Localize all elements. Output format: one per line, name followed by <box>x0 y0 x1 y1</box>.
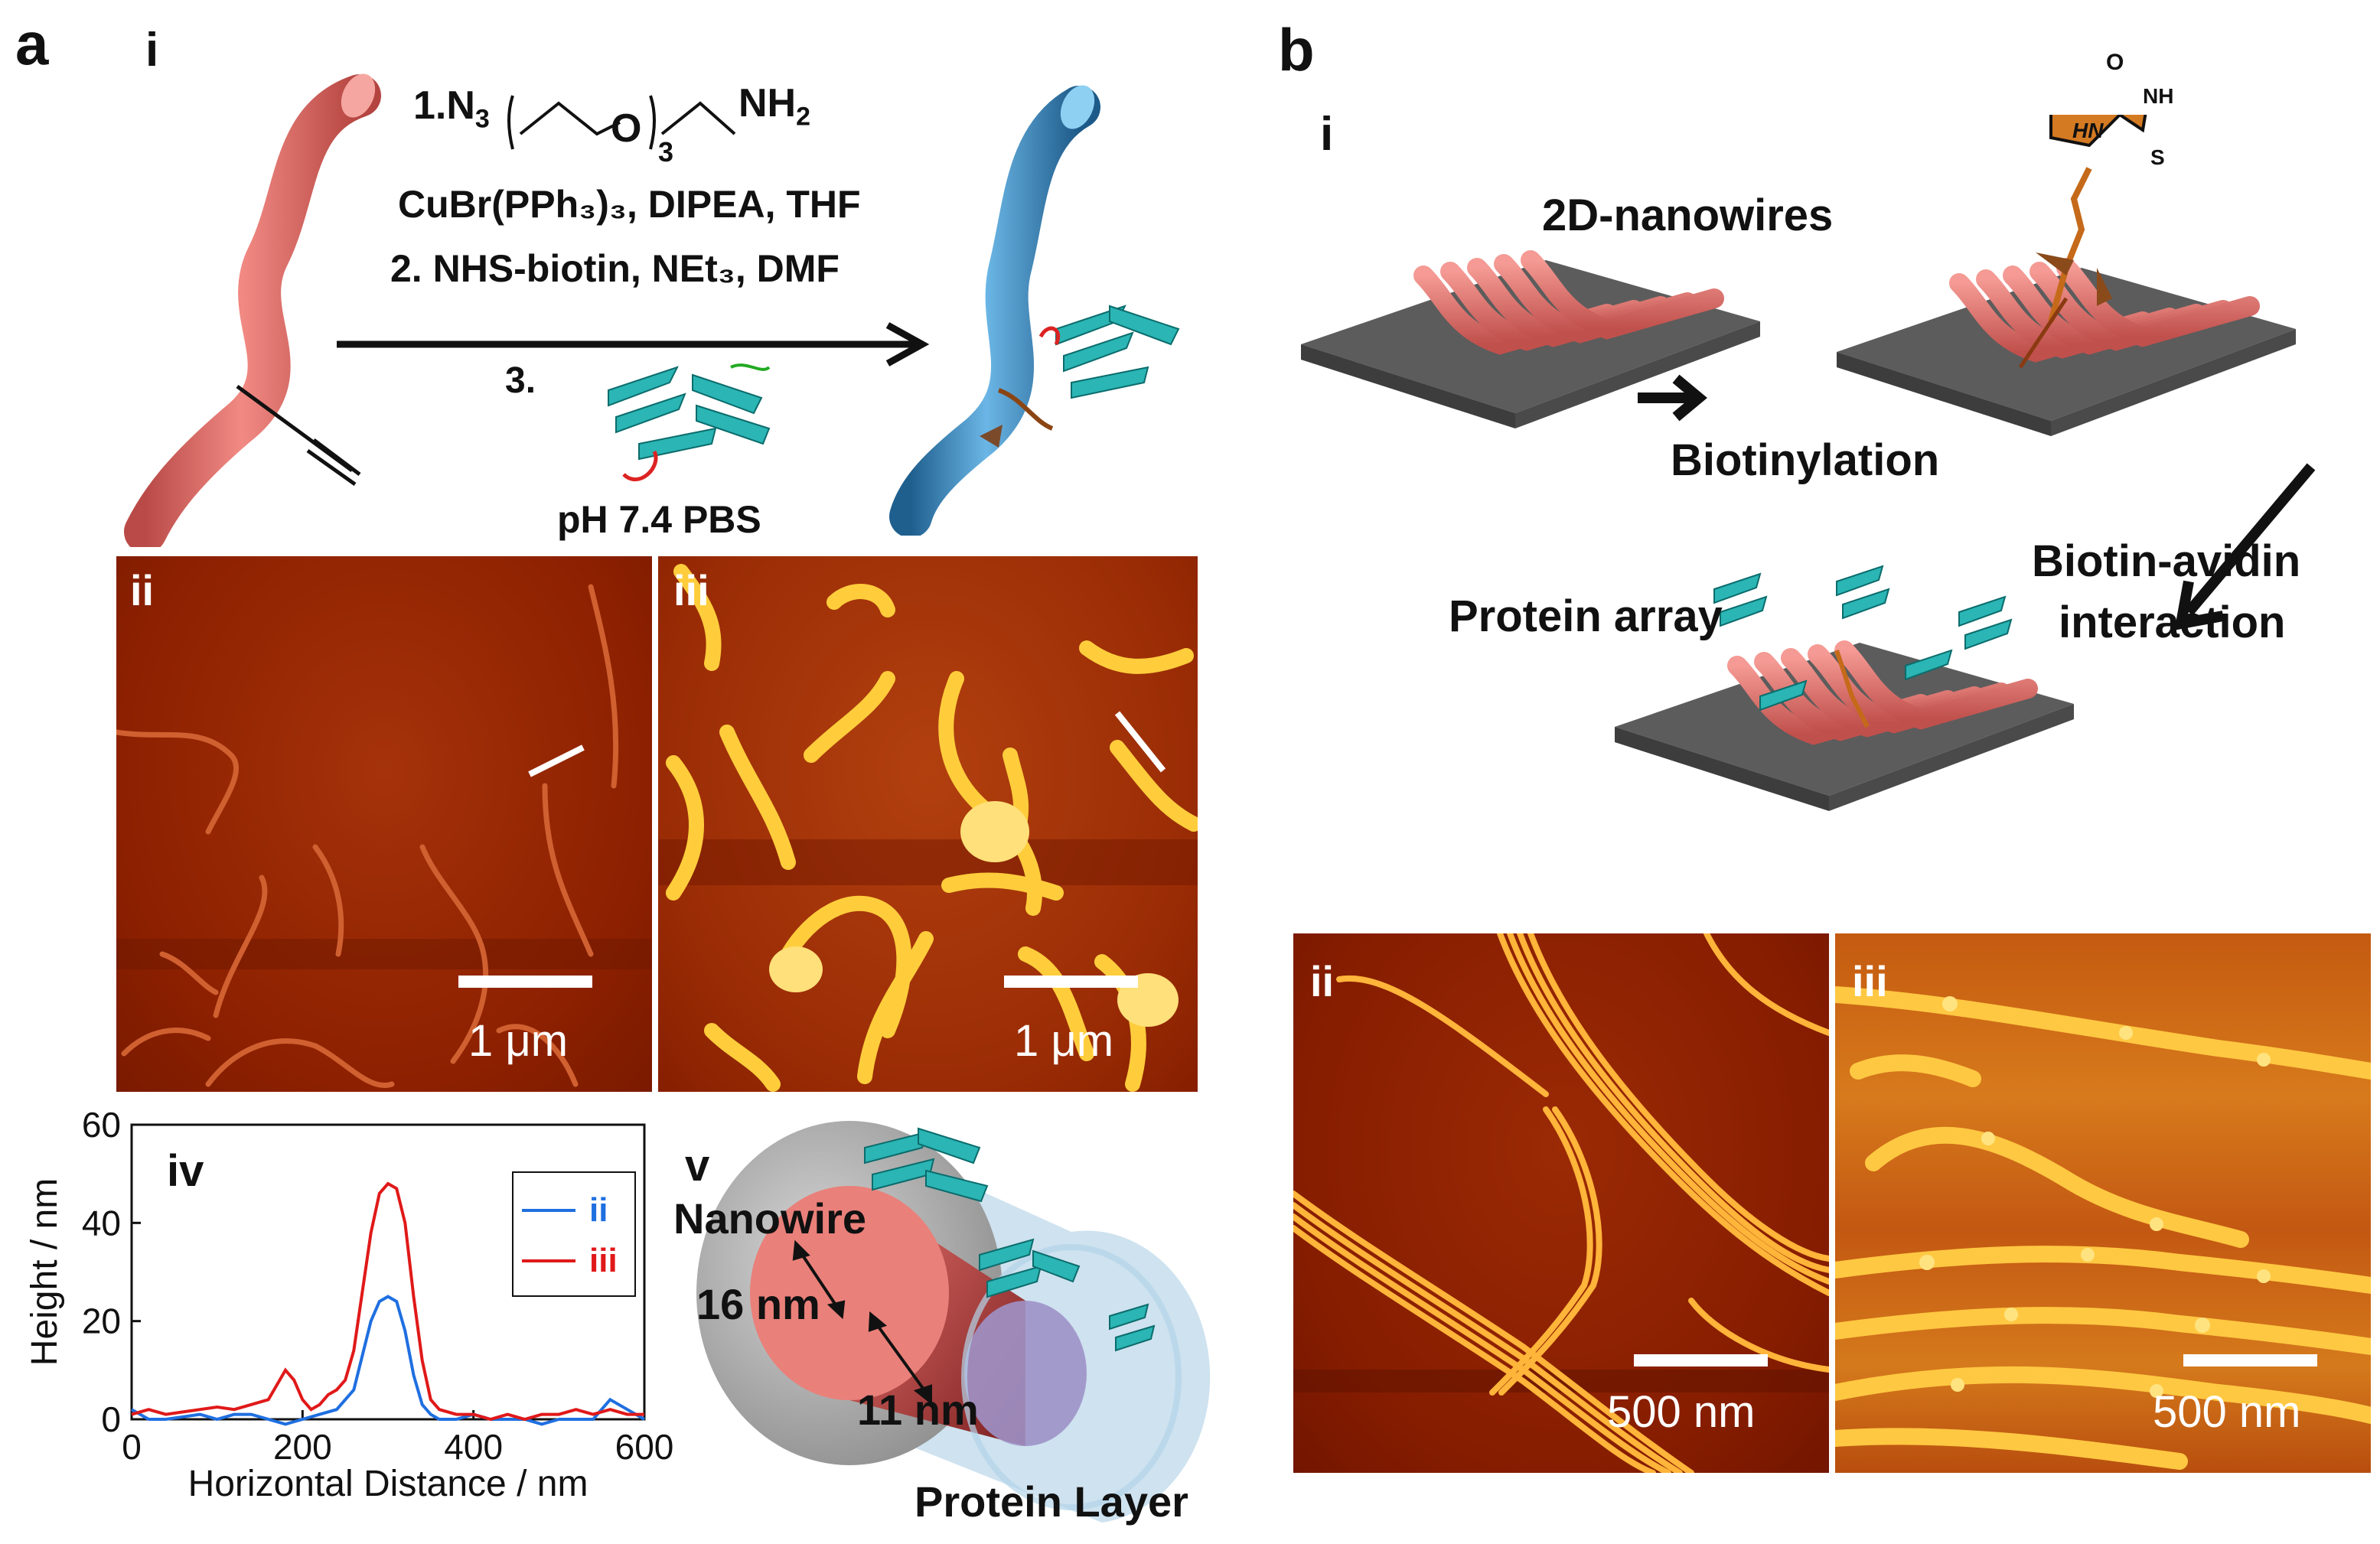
legend-label-ii: ii <box>589 1191 608 1229</box>
afm-a-iii-label: iii <box>673 566 709 614</box>
reagents-step2: 2. NHS-biotin, NEt₃, DMF <box>390 247 840 290</box>
y-tick-label-3: 60 <box>82 1106 121 1145</box>
dimension-16nm: 16 nm <box>696 1280 820 1328</box>
afm-fibers-b-iii <box>1835 986 2371 1470</box>
legend-box <box>512 1171 636 1297</box>
reagent-azide-peg-amine: 1.N3 <box>413 83 490 134</box>
afm-fibers-a-iii <box>658 564 1198 1092</box>
scale-label-a-ii: 1 μm <box>468 1016 569 1066</box>
scale-label-a-iii: 1 μm <box>1014 1016 1114 1066</box>
peg-repeat-count: 3 <box>658 136 674 168</box>
schematic-b-i <box>1301 115 2316 811</box>
x-axis-label: Horizontal Distance / nm <box>188 1464 588 1504</box>
scale-bar-a-iii <box>1004 976 1138 988</box>
2d-nanowires-title: 2D-nanowires <box>1542 191 1834 240</box>
afm-a-ii-label: ii <box>130 566 155 614</box>
biotin-atom-nh: NH <box>2143 84 2174 108</box>
afm-b-iii-label: iii <box>1852 957 1888 1005</box>
biotin-atom-s: S <box>2150 145 2165 169</box>
scale-bar-a-ii <box>458 976 592 988</box>
afm-b-ii-label: ii <box>1310 957 1335 1005</box>
avidin-protein-ribbon-icon <box>608 363 771 481</box>
core-shell-schematic <box>696 1121 1211 1523</box>
panel-letter-b: b <box>1278 16 1315 83</box>
afm-image-a-ii: ii 1 μm <box>116 556 652 1092</box>
x-tick-label-3: 600 <box>615 1427 673 1467</box>
scale-bar-b-iii <box>2183 1354 2317 1366</box>
biotinylation-label: Biotinylation <box>1671 435 1940 485</box>
biotin-atom-o: O <box>2106 50 2124 75</box>
series-line-iii <box>131 1181 644 1422</box>
dimension-11nm: 11 nm <box>857 1386 979 1434</box>
series-line-ii <box>131 1295 645 1426</box>
panel-a-v-label: v <box>685 1141 710 1191</box>
nanowire-red-illustration <box>124 73 381 547</box>
panel-a-i-label: i <box>145 24 159 77</box>
afm-fibers-a-ii <box>116 584 652 1088</box>
afm-image-b-iii: iii 500 nm <box>1835 933 2371 1473</box>
x-tick-label-0: 0 <box>122 1427 142 1467</box>
protein-array-label: Protein array <box>1449 591 1723 641</box>
x-tick-label-1: 200 <box>273 1427 332 1467</box>
biotin-avidin-label-2: interaction <box>2059 598 2286 647</box>
protein-layer-label: Protein Layer <box>915 1477 1188 1526</box>
reaction-arrow <box>337 322 930 366</box>
peg-oxygen: O <box>611 106 642 151</box>
panel-a-iv-label: iv <box>167 1146 204 1196</box>
panel-b-i-label: i <box>1320 108 1334 161</box>
biotin-atom-hn: HN <box>2072 119 2104 142</box>
nanowire-label: Nanowire <box>673 1194 867 1243</box>
y-tick-label-0: 0 <box>101 1399 121 1439</box>
afm-image-a-iii: iii 1 μm <box>658 556 1198 1092</box>
afm-image-b-ii: ii 500 nm <box>1293 933 1829 1473</box>
panel-letter-a: a <box>15 10 49 77</box>
reagent-step3: 3. <box>505 360 536 401</box>
afm-fibers-b-ii <box>1293 933 1829 1473</box>
reagents-step1: CuBr(PPh₃)₃, DIPEA, THF <box>398 183 861 226</box>
scale-label-b-ii: 500 nm <box>1607 1387 1756 1437</box>
plot-frame <box>130 1123 646 1421</box>
peg-linker-structure <box>507 95 736 150</box>
y-tick-label-2: 40 <box>82 1203 121 1243</box>
nanowire-blue-illustration <box>889 85 1180 536</box>
y-tick-label-1: 20 <box>82 1301 121 1341</box>
buffer-condition: pH 7.4 PBS <box>557 498 761 541</box>
amine-group: NH2 <box>738 81 811 132</box>
x-tick-label-2: 400 <box>444 1427 503 1467</box>
biotin-avidin-label-1: Biotin-avidin <box>2032 536 2301 586</box>
y-axis-label: Height / nm <box>24 1178 65 1366</box>
scale-label-b-iii: 500 nm <box>2153 1387 2301 1437</box>
scale-bar-b-ii <box>1634 1354 1768 1366</box>
legend-label-iii: iii <box>589 1242 618 1279</box>
